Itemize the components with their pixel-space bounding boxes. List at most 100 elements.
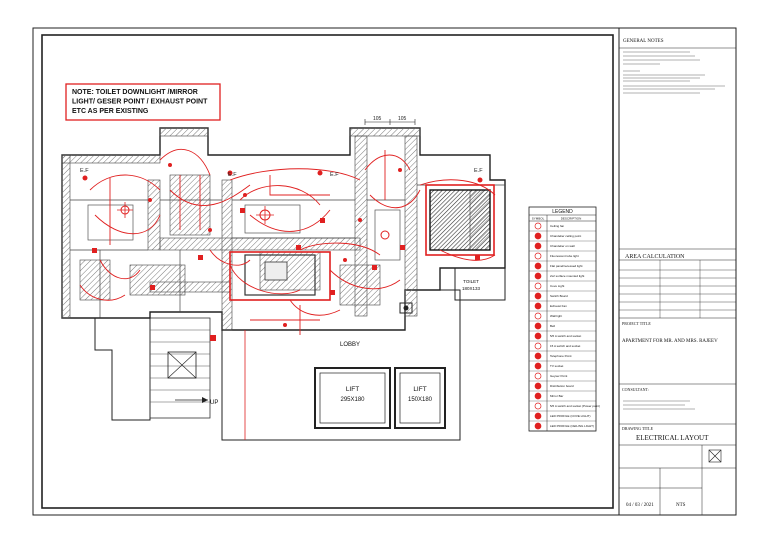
- legend-symbol-icon: [534, 302, 542, 310]
- project-title-label: PROJECT TITLE: [622, 321, 651, 326]
- toilet-size: 180X133: [462, 286, 481, 291]
- legend-description: Wall light: [550, 314, 562, 318]
- legend-symbol-icon: [534, 332, 542, 340]
- legend-row: Exhaust Fan: [529, 302, 596, 312]
- legend-description: Geyser Point: [550, 374, 568, 378]
- stair-up-label: UP: [210, 400, 218, 406]
- legend-symbol-icon: [534, 362, 542, 370]
- legend-symbol-icon: [534, 312, 542, 320]
- legend-table: LEGEND SYMBOL DESCRIPTION Ceiling fanCha…: [528, 206, 600, 432]
- area-calculation-title: AREA CALCULATION: [625, 254, 685, 260]
- legend-row: Distribution board: [529, 382, 596, 392]
- electrical-markup: [79, 148, 496, 335]
- title-block: GENERAL NOTES AREA CALCULATION PROJECT T…: [618, 28, 736, 515]
- legend-row: Telephone Point: [529, 352, 596, 362]
- project-title: APARTMENT FOR MR. AND MRS. RAJEEV: [622, 339, 718, 344]
- legend-row: Wall light: [529, 312, 596, 322]
- legend-description: Flat panel/recessed light: [550, 264, 583, 268]
- legend-symbol-icon: [534, 232, 542, 240]
- legend-description: 2x2 surface mounted light: [550, 274, 585, 278]
- drawing-date: 04 / 03 / 2021: [626, 503, 654, 508]
- dimension-left: 105: [373, 116, 382, 122]
- legend-symbol-icon: [534, 222, 542, 230]
- drawing-scale: NTS: [676, 503, 686, 508]
- legend-row: TV socket: [529, 362, 596, 372]
- legend-title: LEGEND: [552, 209, 573, 215]
- outer-border: [32, 27, 737, 516]
- note-line-1: NOTE: TOILET DOWNLIGHT /MIRROR: [72, 89, 198, 96]
- drawing-title: ELECTRICAL LAYOUT: [636, 434, 709, 442]
- legend-description: Fluorescent tube light: [550, 254, 579, 258]
- legend-symbol-icon: [534, 382, 542, 390]
- legend-description: Exhaust Fan: [550, 304, 567, 308]
- legend-symbol-icon: [534, 292, 542, 300]
- note-line-3: ETC AS PER EXISTING: [72, 108, 149, 115]
- legend-description: LED PROFILE (CEILING LIGHT): [550, 424, 594, 428]
- legend-symbol-icon: [534, 342, 542, 350]
- legend-description: Chandelier on wall: [550, 244, 575, 248]
- legend-symbol-icon: [534, 262, 542, 270]
- legend-symbol-icon: [534, 352, 542, 360]
- legend-row: 5/6 A switch and socket: [529, 332, 596, 342]
- consultant-label: CONSULTANT:: [622, 387, 649, 392]
- legend-symbol-icon: [534, 372, 542, 380]
- legend-row: Flat panel/recessed light: [529, 262, 596, 272]
- legend-symbol-icon: [534, 252, 542, 260]
- legend-row: 5/6 A switch and socket (Power point): [529, 402, 600, 412]
- lift1-size: 295X180: [340, 397, 365, 403]
- note-box: [65, 83, 221, 121]
- legend-col-symbol: SYMBOL: [532, 217, 545, 221]
- toilet-title: TOILET: [463, 279, 479, 284]
- ef-label: E.F: [474, 168, 483, 174]
- legend-row: 15 A switch and socket: [529, 342, 596, 352]
- legend-description: TV socket: [550, 364, 564, 368]
- legend-row: Geyser Point: [529, 372, 596, 382]
- legend-description: Chandelier ceiling point: [550, 234, 581, 238]
- floor-plan: [61, 119, 506, 441]
- legend-row: 2x2 surface mounted light: [529, 272, 596, 282]
- lobby-label: LOBBY: [340, 342, 360, 348]
- general-notes-title: GENERAL NOTES: [623, 39, 664, 44]
- legend-symbol-icon: [534, 272, 542, 280]
- drawing-frame: [41, 34, 614, 509]
- legend-description: Distribution board: [550, 384, 574, 388]
- legend-description: Switch Board: [550, 294, 568, 298]
- legend-row: Fluorescent tube light: [529, 252, 596, 262]
- legend-row: Cove Light: [529, 282, 596, 292]
- ef-label: E.F: [80, 168, 89, 174]
- legend-row: Ceiling fan: [529, 222, 596, 232]
- legend-row: Mirror Bar: [529, 392, 596, 402]
- legend-symbol-icon: [534, 322, 542, 330]
- legend-symbol-icon: [534, 422, 542, 430]
- legend-description: Ceiling fan: [550, 224, 565, 228]
- ef-label: E.F: [330, 172, 339, 178]
- legend-symbol-icon: [534, 282, 542, 290]
- note-line-2: LIGHT/ GESER POINT / EXHAUST POINT: [72, 99, 208, 106]
- legend-col-description: DESCRIPTION: [561, 217, 582, 221]
- legend-description: 15 A switch and socket: [550, 344, 581, 348]
- legend-description: 5/6 A switch and socket (Power point): [550, 404, 600, 408]
- legend-symbol-icon: [534, 412, 542, 420]
- legend-row: Switch Board: [529, 292, 596, 302]
- legend-row: Chandelier on wall: [529, 242, 596, 252]
- legend-description: Mirror Bar: [550, 394, 563, 398]
- ef-label: E.F: [228, 172, 237, 178]
- legend-symbol-icon: [534, 402, 542, 410]
- legend-description: LED PROFILE (COVE LIGHT): [550, 414, 591, 418]
- lift2-title: LIFT: [413, 386, 426, 393]
- drawing-title-label: DRAWING TITLE: [622, 426, 654, 431]
- north-symbol-icon: [708, 449, 722, 463]
- electrical-symbols: [82, 163, 483, 341]
- legend-description: 5/6 A switch and socket: [550, 334, 581, 338]
- legend-description: Cove Light: [550, 284, 565, 288]
- dimension-right: 105: [398, 116, 407, 122]
- legend-symbol-icon: [534, 242, 542, 250]
- legend-symbol-icon: [534, 392, 542, 400]
- legend-row: Bell: [529, 322, 596, 332]
- legend-row: Chandelier ceiling point: [529, 232, 596, 242]
- legend-description: Bell: [550, 324, 555, 328]
- lift1-title: LIFT: [346, 386, 359, 393]
- legend-description: Telephone Point: [550, 354, 572, 358]
